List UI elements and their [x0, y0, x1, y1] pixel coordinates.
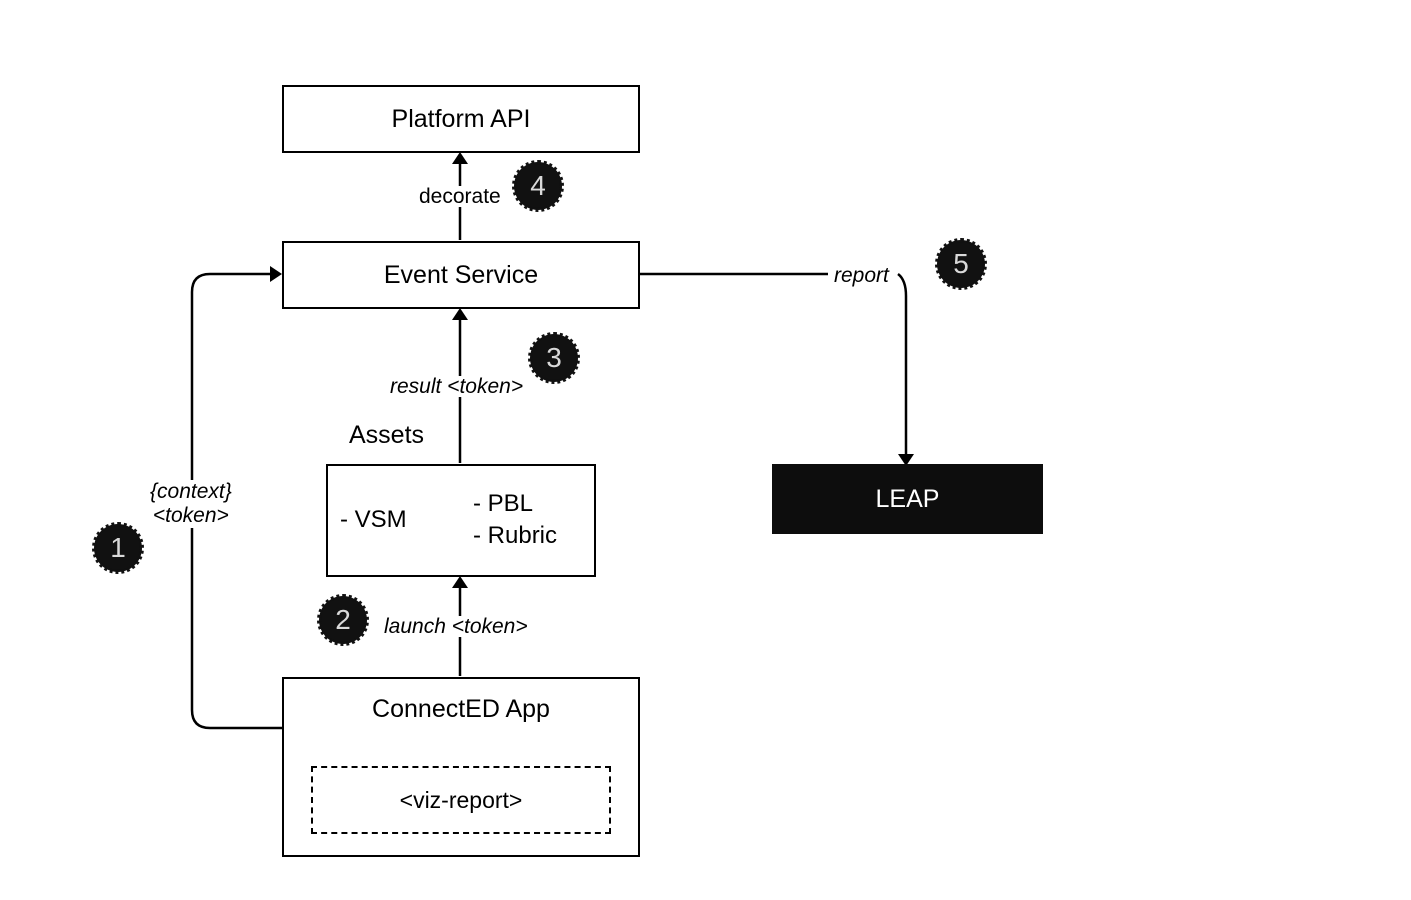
- edge-report-down: [897, 273, 908, 456]
- asset-item-vsm: - VSM: [340, 506, 407, 533]
- report-label: report: [832, 264, 891, 287]
- context-label-line1: {context}: [150, 480, 232, 503]
- step-badge-1: 1: [92, 522, 144, 574]
- step-badge-5-number: 5: [953, 248, 969, 279]
- assets-box: [326, 464, 596, 577]
- event-service-box: Event Service: [282, 241, 640, 309]
- step-badge-2: 2: [317, 594, 369, 646]
- leap-label: LEAP: [875, 484, 940, 513]
- arrowhead-event-service-left: [270, 266, 282, 282]
- context-token-label: {context} <token>: [148, 480, 234, 528]
- step-badge-1-number: 1: [110, 532, 126, 563]
- assets-list-right: - PBL - Rubric: [473, 488, 557, 552]
- connected-app-label: ConnectED App: [372, 695, 550, 723]
- context-label-line2: <token>: [152, 504, 229, 527]
- decorate-label: decorate: [417, 185, 503, 208]
- asset-item-rubric: - Rubric: [473, 522, 558, 549]
- viz-report-label: <viz-report>: [399, 786, 523, 813]
- platform-api-label: Platform API: [391, 104, 531, 133]
- step-badge-2-number: 2: [335, 604, 351, 635]
- arrowhead-event-service-bottom: [452, 308, 468, 320]
- assets-list-left: - VSM: [340, 504, 407, 536]
- arrowhead-leap: [898, 454, 914, 466]
- arrowhead-assets: [452, 576, 468, 588]
- leap-box: LEAP: [772, 464, 1043, 534]
- platform-api-box: Platform API: [282, 85, 640, 153]
- step-badge-4-number: 4: [530, 170, 546, 201]
- viz-report-box: <viz-report>: [311, 766, 611, 834]
- step-badge-4: 4: [512, 160, 564, 212]
- event-service-label: Event Service: [383, 260, 539, 289]
- asset-item-pbl: - PBL: [473, 490, 534, 517]
- assets-heading: Assets: [349, 421, 425, 449]
- arrowhead-platform-api: [452, 152, 468, 164]
- step-badge-5: 5: [935, 238, 987, 290]
- launch-token-label: launch <token>: [382, 615, 530, 638]
- step-badge-3: 3: [528, 332, 580, 384]
- step-badge-3-number: 3: [546, 342, 562, 373]
- result-token-label: result <token>: [388, 375, 526, 398]
